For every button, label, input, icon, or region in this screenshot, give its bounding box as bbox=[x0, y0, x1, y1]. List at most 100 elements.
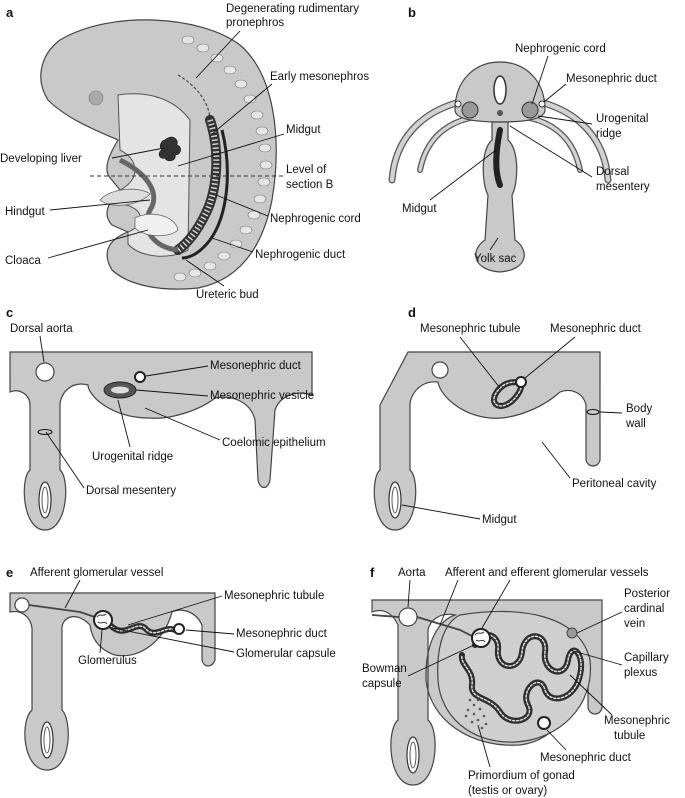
label-f-plexus: plexus bbox=[624, 667, 657, 679]
b-neural-tube bbox=[493, 75, 507, 105]
c-gut-lumen bbox=[41, 486, 49, 514]
e-afferent-vessel bbox=[28, 604, 99, 619]
label-f-mesonephric: Mesonephric bbox=[604, 715, 670, 727]
label-hindgut: Hindgut bbox=[5, 206, 45, 218]
f-mesonephric-duct bbox=[537, 716, 551, 730]
label-b-mesentery: mesentery bbox=[596, 181, 650, 193]
leader-midgut-a bbox=[177, 133, 285, 167]
label-nephrogenic-duct: Nephrogenic duct bbox=[255, 249, 346, 261]
label-d-wall: wall bbox=[625, 418, 646, 430]
leader-cloaca bbox=[47, 229, 149, 259]
leader-e-glomerulus bbox=[99, 629, 103, 654]
label-e-afferent-vessel: Afferent glomerular vessel bbox=[30, 567, 163, 579]
d-mesonephric-duct bbox=[515, 376, 527, 388]
leader-b-nephrogenic-cord bbox=[531, 55, 549, 105]
label-c-mesonephric-vesicle: Mesonephric vesicle bbox=[210, 390, 314, 402]
e-dorsal-aorta bbox=[14, 597, 30, 613]
label-c-dorsal-aorta: Dorsal aorta bbox=[10, 323, 73, 335]
panel-f-letter: f bbox=[370, 565, 375, 580]
label-f-afferent-efferent: Afferent and efferent glomerular vessels bbox=[445, 567, 649, 579]
e-gut-lumen bbox=[43, 726, 51, 754]
early-mesonephros-tubules bbox=[176, 119, 220, 253]
e-glomerulus-vessels bbox=[96, 613, 108, 625]
label-d-midgut: Midgut bbox=[482, 514, 517, 526]
b-coelom-right-inner bbox=[528, 116, 582, 172]
leader-d-body-wall bbox=[599, 411, 623, 414]
f-bowman-capsule bbox=[471, 628, 491, 648]
leader-f-primordium bbox=[477, 724, 491, 768]
label-c-mesonephric-duct: Mesonephric duct bbox=[210, 360, 302, 372]
pronephros bbox=[177, 74, 211, 119]
leader-c-dorsal-mesentery bbox=[45, 431, 85, 489]
label-d-mesonephric-duct: Mesonephric duct bbox=[550, 323, 642, 335]
b-body-wall-right-inner bbox=[529, 97, 611, 183]
b-coelom-right bbox=[527, 115, 583, 173]
panel-d-letter: d bbox=[408, 305, 416, 320]
label-f-posterior: Posterior bbox=[624, 588, 670, 600]
e-mesonephric-duct bbox=[173, 623, 185, 635]
c-mesonephric-duct bbox=[134, 371, 146, 383]
f-posterior-cardinal-vein bbox=[566, 627, 578, 639]
leader-e-mesonephric-tubule bbox=[127, 595, 223, 626]
label-f-aorta: Aorta bbox=[398, 567, 426, 579]
label-f-mesonephric-duct: Mesonephric duct bbox=[540, 752, 632, 764]
f-gonad-primordium bbox=[464, 698, 488, 730]
label-b-urogenital: Urogenital bbox=[596, 113, 648, 125]
leader-f-bowman-capsule bbox=[407, 644, 475, 677]
c-tissue bbox=[9, 351, 313, 531]
leader-c-urogenital-ridge bbox=[117, 399, 131, 448]
label-d-peritoneal-cavity: Peritoneal cavity bbox=[572, 478, 657, 490]
leader-pronephros bbox=[195, 30, 241, 79]
leader-nephrogenic-duct bbox=[211, 237, 254, 253]
b-coelom-left bbox=[417, 115, 473, 173]
b-dorsal-mesentery-gut bbox=[475, 121, 525, 273]
label-f-bowman: Bowman bbox=[362, 663, 407, 675]
leader-d-mesonephric-tubule bbox=[459, 336, 501, 389]
e-tissue bbox=[9, 592, 216, 771]
label-midgut-a: Midgut bbox=[286, 124, 321, 136]
b-nephrogenic-cord-right bbox=[521, 101, 539, 119]
leader-f-efferent-vessel bbox=[481, 579, 511, 629]
b-mesonephric-duct-left bbox=[454, 100, 462, 108]
b-coelom-left-inner bbox=[418, 116, 472, 172]
b-midgut-lumen bbox=[493, 127, 503, 188]
leader-hindgut bbox=[49, 199, 151, 211]
label-d-mesonephric-tubule: Mesonephric tubule bbox=[420, 323, 520, 335]
d-dorsal-aorta bbox=[431, 361, 449, 379]
leader-f-afferent-vessel bbox=[439, 579, 459, 626]
panel-a: a bbox=[0, 3, 369, 301]
leader-d-peritoneal-cavity bbox=[541, 441, 571, 479]
label-c-urogenital-ridge: Urogenital ridge bbox=[92, 451, 173, 463]
label-f-primordium: Primordium of gonad bbox=[468, 770, 575, 782]
label-section-b: section B bbox=[286, 179, 334, 191]
c-dorsal-aorta bbox=[35, 362, 55, 382]
panel-e-letter: e bbox=[6, 565, 13, 580]
label-ureteric-bud: Ureteric bud bbox=[196, 289, 259, 301]
panel-b: b Nephrogenic cord Mesonephric duct Urog… bbox=[388, 5, 658, 273]
leader-c-dorsal-aorta bbox=[39, 335, 45, 363]
e-mesonephric-tubule-inner bbox=[109, 624, 176, 634]
label-f-cardinal: cardinal bbox=[624, 603, 664, 615]
c-gut bbox=[38, 481, 52, 519]
e-gut bbox=[40, 721, 54, 759]
leader-b-urogenital-ridge bbox=[537, 115, 593, 125]
label-b-nephrogenic-cord: Nephrogenic cord bbox=[515, 43, 606, 55]
leader-f-mesonephric-duct bbox=[546, 729, 567, 751]
gut bbox=[118, 157, 179, 253]
leader-c-mesonephric-duct bbox=[145, 365, 209, 377]
d-body-wall-marker bbox=[586, 409, 600, 415]
label-f-capillary: Capillary bbox=[624, 652, 669, 664]
label-b-mesonephric-duct: Mesonephric duct bbox=[566, 73, 658, 85]
leader-ureteric-bud bbox=[185, 259, 225, 287]
label-b-yolk-sac: Yolk sac bbox=[474, 253, 517, 265]
label-pronephros: pronephros bbox=[226, 17, 284, 29]
label-early-mesonephros: Early mesonephros bbox=[270, 71, 369, 83]
leader-b-yolk-sac bbox=[489, 237, 499, 251]
label-f-tubule: tubule bbox=[614, 730, 645, 742]
panel-e: e Afferent glomerular vessel Mesonephric… bbox=[6, 565, 336, 771]
leader-e-afferent-vessel bbox=[64, 579, 81, 609]
embryo-eye bbox=[88, 90, 104, 106]
f-gut bbox=[406, 736, 420, 774]
leader-f-posterior-cardinal-vein bbox=[576, 611, 623, 634]
